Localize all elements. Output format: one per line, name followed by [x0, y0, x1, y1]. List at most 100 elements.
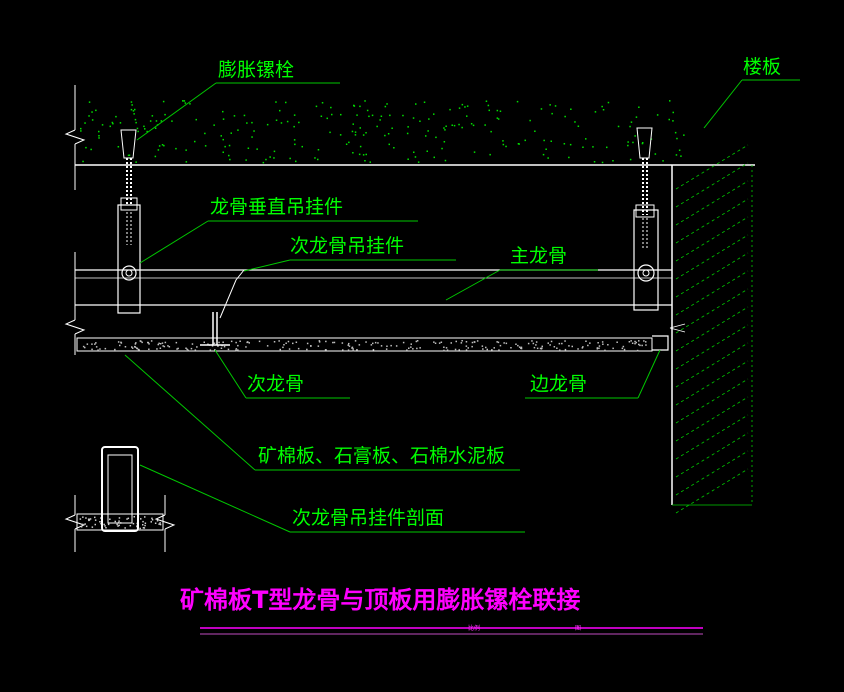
hatch-dot	[414, 156, 417, 158]
hatch-dot	[631, 342, 634, 344]
hatch-dot	[491, 349, 493, 351]
hatch-dot	[362, 134, 365, 136]
hatch-dot	[287, 340, 290, 343]
hatch-dot	[594, 111, 597, 113]
hatch-dot	[455, 340, 457, 343]
hatch-dot	[88, 115, 90, 117]
hatch-dot	[558, 342, 561, 345]
hatch-dot	[634, 135, 636, 137]
hatch-dot	[187, 349, 189, 352]
hatch-dot	[194, 349, 197, 351]
hatch-dot	[253, 130, 255, 132]
hatch-dot	[354, 131, 357, 133]
hatch-dot	[104, 347, 107, 350]
hatch-dot	[127, 154, 130, 157]
hatch-dot	[402, 114, 404, 117]
hatch-dot	[214, 349, 216, 351]
hatch-dot	[213, 342, 216, 344]
hatch-dot	[143, 527, 146, 529]
hatch-dot	[443, 141, 446, 143]
hatch-dot	[91, 343, 93, 345]
hatch-dot	[176, 348, 178, 350]
hatch-dot	[233, 115, 236, 117]
hatch-dot	[136, 525, 138, 528]
hatch-dot	[298, 121, 300, 124]
hatch-dot	[265, 158, 267, 161]
hanger-section-detail	[64, 446, 176, 552]
hatch-dot	[251, 121, 253, 124]
hatch-dot	[114, 520, 116, 523]
hatch-dot	[245, 159, 247, 161]
hatch-dot	[247, 147, 250, 149]
hatch-dot	[569, 143, 572, 146]
hatch-dot	[148, 348, 150, 350]
hatch-dot	[196, 346, 198, 348]
hatch-dot	[222, 151, 224, 153]
hatch-dot	[472, 124, 475, 127]
label-board-types: 矿棉板、石膏板、石棉水泥板	[258, 444, 505, 467]
hatch-dot	[458, 123, 460, 126]
hatch-dot	[84, 122, 86, 124]
hatch-dot	[147, 341, 150, 344]
hatch-dot	[134, 343, 137, 345]
hatch-dot	[597, 342, 599, 344]
hatch-dot	[133, 516, 135, 518]
hatch-dot	[490, 130, 492, 133]
hatch-dot	[574, 121, 576, 123]
hatch-dot	[592, 146, 594, 148]
hatch-dot	[551, 112, 553, 115]
hatch-dot	[465, 349, 468, 351]
hatch-dot	[656, 114, 659, 116]
hatch-dot	[415, 340, 418, 343]
hatch-dot	[136, 127, 139, 130]
hatch-dot	[471, 341, 474, 344]
hatch-dot	[458, 349, 460, 351]
hatch-dot	[364, 160, 366, 162]
hatch-dot	[82, 345, 85, 348]
hatch-dot	[95, 109, 97, 112]
hatch-dot	[585, 340, 587, 342]
hatch-dot	[159, 523, 162, 526]
hatch-dot	[533, 346, 536, 349]
hatch-dot	[564, 348, 567, 351]
hatch-dot	[369, 161, 371, 163]
hatch-dot	[101, 124, 104, 126]
hatch-dot	[596, 347, 599, 349]
hatch-dot	[545, 148, 547, 150]
wall-hatch-line	[675, 450, 749, 496]
hatch-dot	[99, 521, 101, 523]
hatch-dot	[589, 342, 591, 344]
hatch-dot	[140, 518, 142, 520]
hatch-dot	[461, 103, 464, 106]
hatch-dot	[446, 349, 449, 351]
hatch-dot	[95, 342, 97, 344]
hatch-dot	[434, 342, 437, 344]
hatch-dot	[107, 523, 110, 526]
hatch-dot	[376, 125, 378, 128]
hatch-dot	[419, 347, 421, 349]
hatch-dot	[283, 344, 285, 346]
hatch-dot	[598, 347, 600, 349]
hatch-dot	[675, 154, 678, 156]
drawing-title: 矿棉板T型龙骨与顶板用膨胀镙栓联接	[180, 586, 580, 614]
hatch-dot	[273, 341, 276, 343]
hatch-dot	[471, 345, 473, 348]
hatch-dot	[384, 105, 387, 108]
hatch-dot	[131, 104, 133, 106]
hatch-dot	[191, 343, 194, 345]
label-floor-slab: 楼板	[743, 56, 781, 78]
hatch-dot	[488, 109, 490, 112]
hatch-dot	[438, 342, 441, 344]
hatch-dot	[585, 138, 587, 140]
wall-hatch-line	[675, 324, 749, 370]
hatch-dot	[158, 145, 161, 147]
hatch-dot	[554, 105, 557, 107]
hatch-dot	[109, 125, 111, 128]
hatch-dot	[359, 127, 361, 129]
label-edge-keel: 边龙骨	[530, 373, 587, 395]
hatch-dot	[596, 348, 599, 350]
hatch-dot	[91, 119, 94, 121]
hatch-dot	[428, 118, 430, 120]
hatch-dot	[318, 340, 321, 342]
